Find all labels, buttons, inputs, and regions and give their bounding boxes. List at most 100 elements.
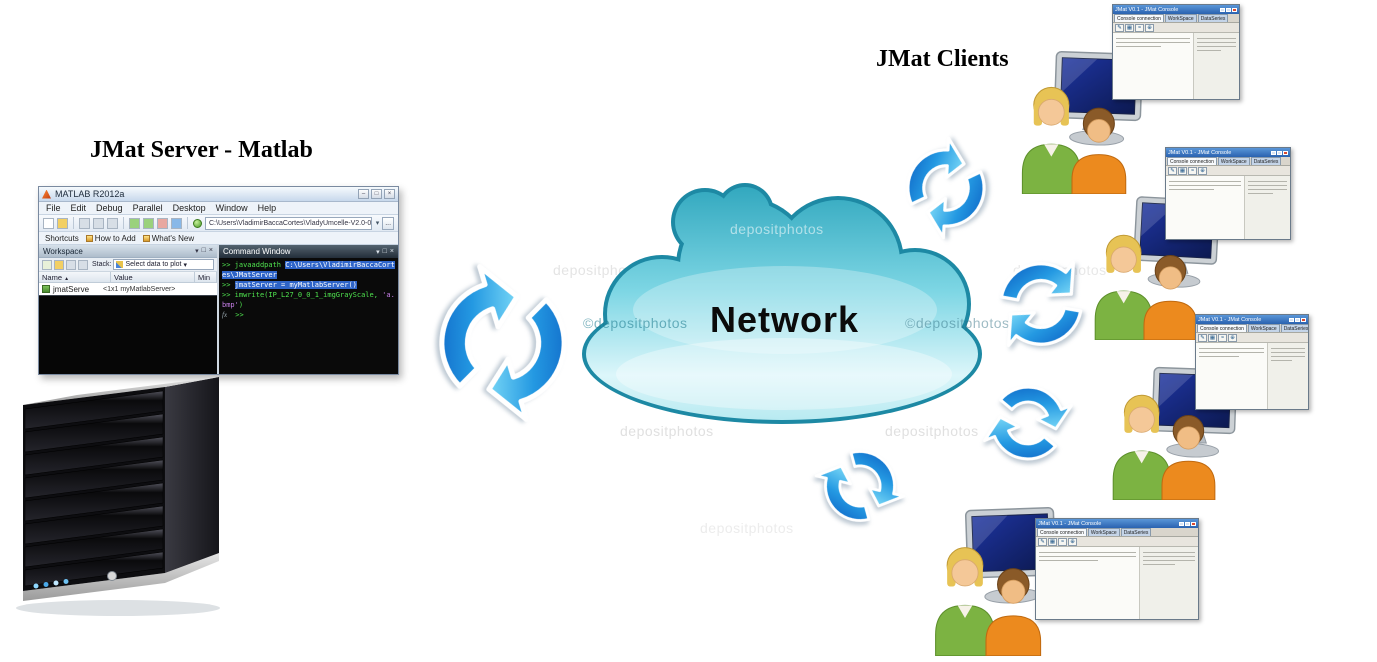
close-icon[interactable]: ×: [208, 247, 213, 254]
jmat-client-titlebar[interactable]: JMat V0.1 - JMat Console: [1166, 148, 1290, 157]
tab-dataseries[interactable]: DataSeries: [1250, 157, 1282, 165]
tab-dataseries[interactable]: DataSeries: [1120, 528, 1152, 536]
dropdown-icon[interactable]: ▾: [195, 248, 199, 255]
pen-tool-icon[interactable]: ✎: [1038, 538, 1047, 546]
menu-debug[interactable]: Debug: [96, 203, 123, 213]
cloud-body: [586, 187, 978, 420]
tab-workspace[interactable]: WorkSpace: [1247, 324, 1280, 332]
close-icon[interactable]: ×: [389, 247, 394, 255]
column-name[interactable]: Name ▲: [39, 272, 111, 283]
stack-label: Stack:: [92, 261, 112, 268]
path-dropdown-icon[interactable]: ▾: [375, 220, 380, 227]
jmat-window-controls[interactable]: [1179, 521, 1196, 526]
save-workspace-icon[interactable]: [66, 259, 76, 270]
tab-console-connection[interactable]: Console connection: [1037, 528, 1087, 536]
network-cloud: [582, 183, 982, 424]
jmat-client-titlebar[interactable]: JMat V0.1 - JMat Console: [1113, 5, 1239, 14]
command-window-body[interactable]: >> javaaddpath C:\Users\VladimirBaccaCor…: [219, 258, 398, 374]
jmat-console-area: [1113, 33, 1194, 99]
menu-parallel[interactable]: Parallel: [132, 203, 163, 213]
close-icon[interactable]: ×: [384, 189, 395, 199]
workspace-panel: Workspace ▾ □ × Stack: Select data: [39, 245, 219, 374]
cut-icon[interactable]: [79, 217, 90, 229]
pen-tool-icon[interactable]: ✎: [1115, 24, 1124, 32]
jmat-client-titlebar[interactable]: JMat V0.1 - JMat Console: [1196, 315, 1308, 324]
jmat-tab-bar: Console connection WorkSpace DataSeries: [1196, 324, 1308, 333]
current-folder-icon: [193, 218, 202, 228]
tab-console-connection[interactable]: Console connection: [1114, 14, 1164, 22]
tab-workspace[interactable]: WorkSpace: [1217, 157, 1250, 165]
tab-workspace[interactable]: WorkSpace: [1164, 14, 1197, 22]
toolbar-separator: [73, 217, 74, 229]
jmat-client-title: JMat V0.1 - JMat Console: [1115, 6, 1179, 13]
tab-console-connection[interactable]: Console connection: [1167, 157, 1217, 165]
shortcut-icon: [142, 234, 150, 242]
open-folder-icon[interactable]: [57, 217, 68, 229]
undock-icon[interactable]: □: [201, 247, 206, 254]
wave-tool-icon[interactable]: ≈: [1188, 167, 1197, 175]
matlab-logo-icon: [42, 189, 51, 199]
delete-variable-icon[interactable]: [78, 259, 88, 270]
command-line: >> imwrite(IP_L27_0_0_1_imgGrayScale, 'a…: [222, 291, 395, 309]
jmat-client-titlebar[interactable]: JMat V0.1 - JMat Console: [1036, 519, 1198, 528]
command-window-header[interactable]: Command Window ▾ □ ×: [219, 245, 398, 258]
minimize-icon[interactable]: –: [358, 189, 369, 199]
grid-tool-icon[interactable]: ▦: [1125, 24, 1134, 32]
plot-icon: [116, 261, 124, 268]
menu-file[interactable]: File: [46, 203, 61, 213]
dropdown-icon[interactable]: ▾: [376, 248, 380, 256]
menu-window[interactable]: Window: [215, 203, 248, 213]
workspace-column-headers: Name ▲ Value Min: [39, 272, 217, 283]
menu-edit[interactable]: Edit: [70, 203, 87, 213]
jmat-client-title: JMat V0.1 - JMat Console: [1168, 149, 1232, 156]
pen-tool-icon[interactable]: ✎: [1168, 167, 1177, 175]
menu-desktop[interactable]: Desktop: [172, 203, 206, 213]
new-variable-icon[interactable]: [42, 259, 52, 270]
redo-icon[interactable]: [143, 217, 154, 229]
open-variable-icon[interactable]: [54, 259, 64, 270]
matlab-window-controls: – □ ×: [358, 189, 395, 199]
tab-dataseries[interactable]: DataSeries: [1280, 324, 1308, 332]
plot-selector-dropdown[interactable]: Select data to plot ▾: [113, 259, 214, 270]
help-icon[interactable]: [171, 217, 182, 229]
pen-tool-icon[interactable]: ✎: [1198, 334, 1207, 342]
jmat-window-controls[interactable]: [1220, 7, 1237, 12]
wave-tool-icon[interactable]: ≈: [1058, 538, 1067, 546]
grid-tool-icon[interactable]: ▦: [1178, 167, 1187, 175]
workspace-header[interactable]: Workspace ▾ □ ×: [39, 245, 217, 258]
shortcut-how-to-add[interactable]: How to Add: [85, 234, 136, 243]
current-folder-path[interactable]: C:\Users\VladimirBaccaCortes\VladyUmcell…: [205, 216, 372, 230]
matlab-body: Workspace ▾ □ × Stack: Select data: [39, 245, 398, 374]
jmat-window-controls[interactable]: [1271, 150, 1288, 155]
copy-icon[interactable]: [93, 217, 104, 229]
maximize-icon[interactable]: □: [371, 189, 382, 199]
tab-console-connection[interactable]: Console connection: [1197, 324, 1247, 332]
wave-tool-icon[interactable]: ≈: [1135, 24, 1144, 32]
browse-folder-button[interactable]: ...: [382, 216, 394, 230]
workspace-dark-area: [39, 295, 217, 374]
connect-tool-icon[interactable]: ⊕: [1145, 24, 1154, 32]
column-min[interactable]: Min: [195, 272, 217, 283]
column-value[interactable]: Value: [111, 272, 195, 283]
connect-tool-icon[interactable]: ⊕: [1198, 167, 1207, 175]
power-button[interactable]: [107, 571, 117, 581]
grid-tool-icon[interactable]: ▦: [1208, 334, 1217, 342]
matlab-window-title: MATLAB R2012a: [55, 189, 125, 199]
undo-icon[interactable]: [129, 217, 140, 229]
shortcut-whats-new[interactable]: What's New: [142, 234, 194, 243]
connect-tool-icon[interactable]: ⊕: [1228, 334, 1237, 342]
paste-icon[interactable]: [107, 217, 118, 229]
wave-tool-icon[interactable]: ≈: [1218, 334, 1227, 342]
menu-help[interactable]: Help: [257, 203, 277, 213]
tab-workspace[interactable]: WorkSpace: [1087, 528, 1120, 536]
undock-icon[interactable]: □: [382, 247, 387, 255]
server-base: [23, 553, 219, 601]
jmat-window-controls[interactable]: [1289, 317, 1306, 322]
workspace-variable-row[interactable]: jmatServe <1x1 myMatlabServer>: [39, 283, 217, 295]
matlab-titlebar[interactable]: MATLAB R2012a – □ ×: [39, 187, 398, 202]
new-file-icon[interactable]: [43, 217, 54, 229]
simulink-icon[interactable]: [157, 217, 168, 229]
grid-tool-icon[interactable]: ▦: [1048, 538, 1057, 546]
connect-tool-icon[interactable]: ⊕: [1068, 538, 1077, 546]
tab-dataseries[interactable]: DataSeries: [1197, 14, 1229, 22]
